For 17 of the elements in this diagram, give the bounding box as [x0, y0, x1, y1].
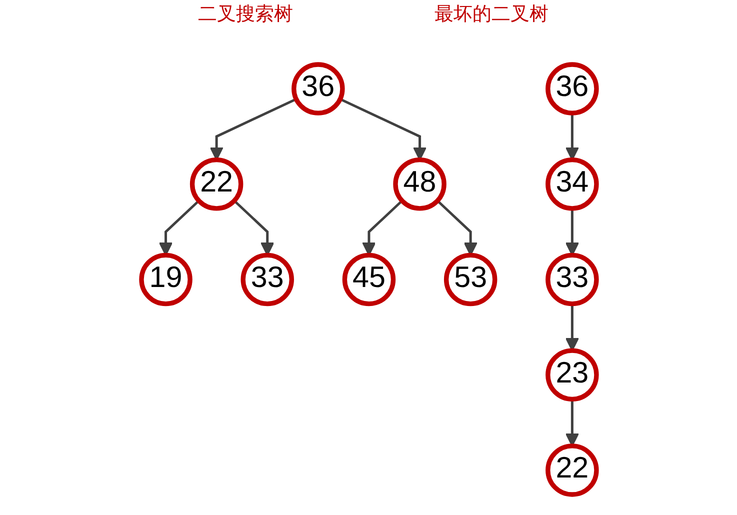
node-circle: 36 — [545, 62, 598, 116]
node-circle: 34 — [545, 158, 598, 211]
node-circle: 53 — [443, 252, 497, 306]
arrow — [339, 98, 426, 160]
node-circle: 19 — [138, 252, 192, 306]
tree-heading: 二叉搜索树 — [198, 4, 294, 27]
tree-heading: 最坏的二叉树 — [434, 4, 548, 27]
arrow — [564, 113, 579, 160]
node-circle: 36 — [291, 62, 344, 116]
node-circle: 45 — [342, 252, 396, 306]
node-circle: 33 — [545, 252, 598, 306]
node-circle: 22 — [189, 158, 243, 211]
arrow — [209, 98, 296, 160]
node-circle: 23 — [545, 348, 598, 402]
node-circle: 33 — [240, 252, 294, 306]
node-circle: 22 — [545, 444, 598, 497]
node-circle: 48 — [392, 158, 446, 211]
